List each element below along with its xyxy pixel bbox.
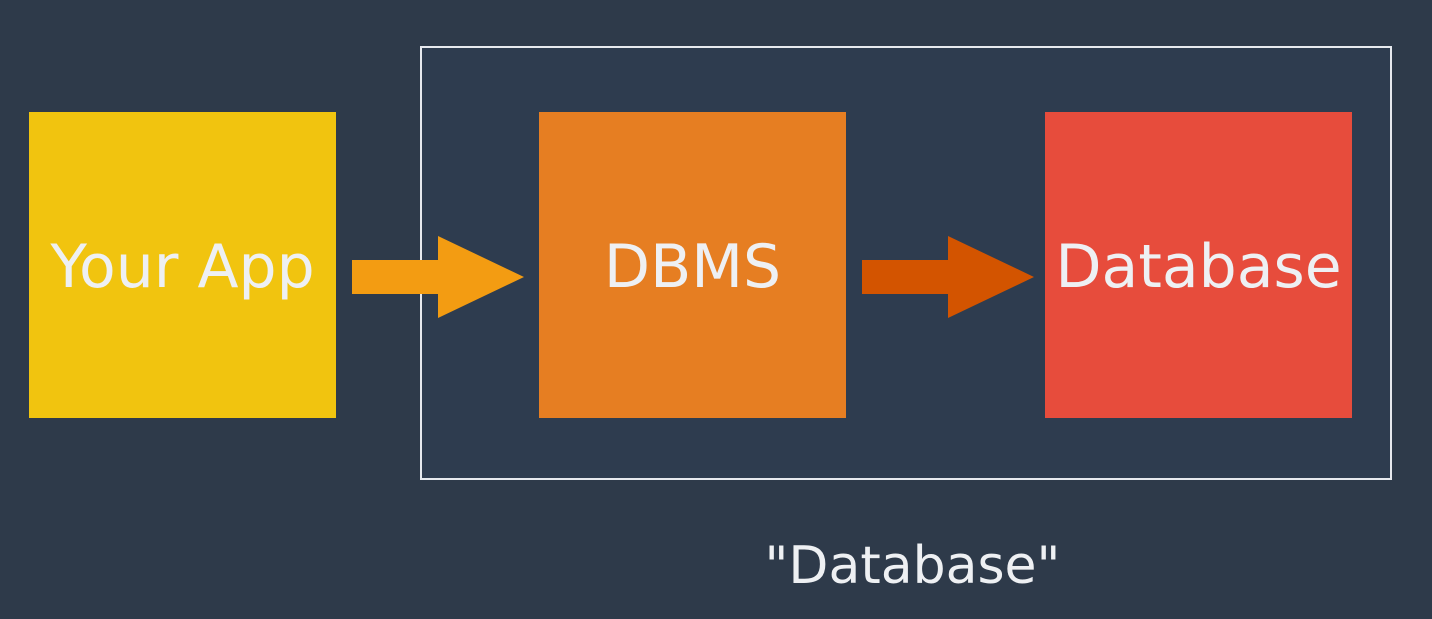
your-app-label: Your App — [50, 232, 315, 302]
your-app-box: Your App — [29, 112, 336, 418]
arrow-app-to-dbms — [352, 236, 524, 318]
database-label: Database — [1055, 232, 1342, 302]
arrow-right-icon — [862, 236, 1034, 318]
dbms-label: DBMS — [603, 232, 782, 302]
arrow-right-icon — [352, 236, 524, 318]
dbms-box: DBMS — [539, 112, 846, 418]
group-caption: "Database" — [764, 536, 1061, 596]
arrow-dbms-to-database — [862, 236, 1034, 318]
database-box: Database — [1045, 112, 1352, 418]
